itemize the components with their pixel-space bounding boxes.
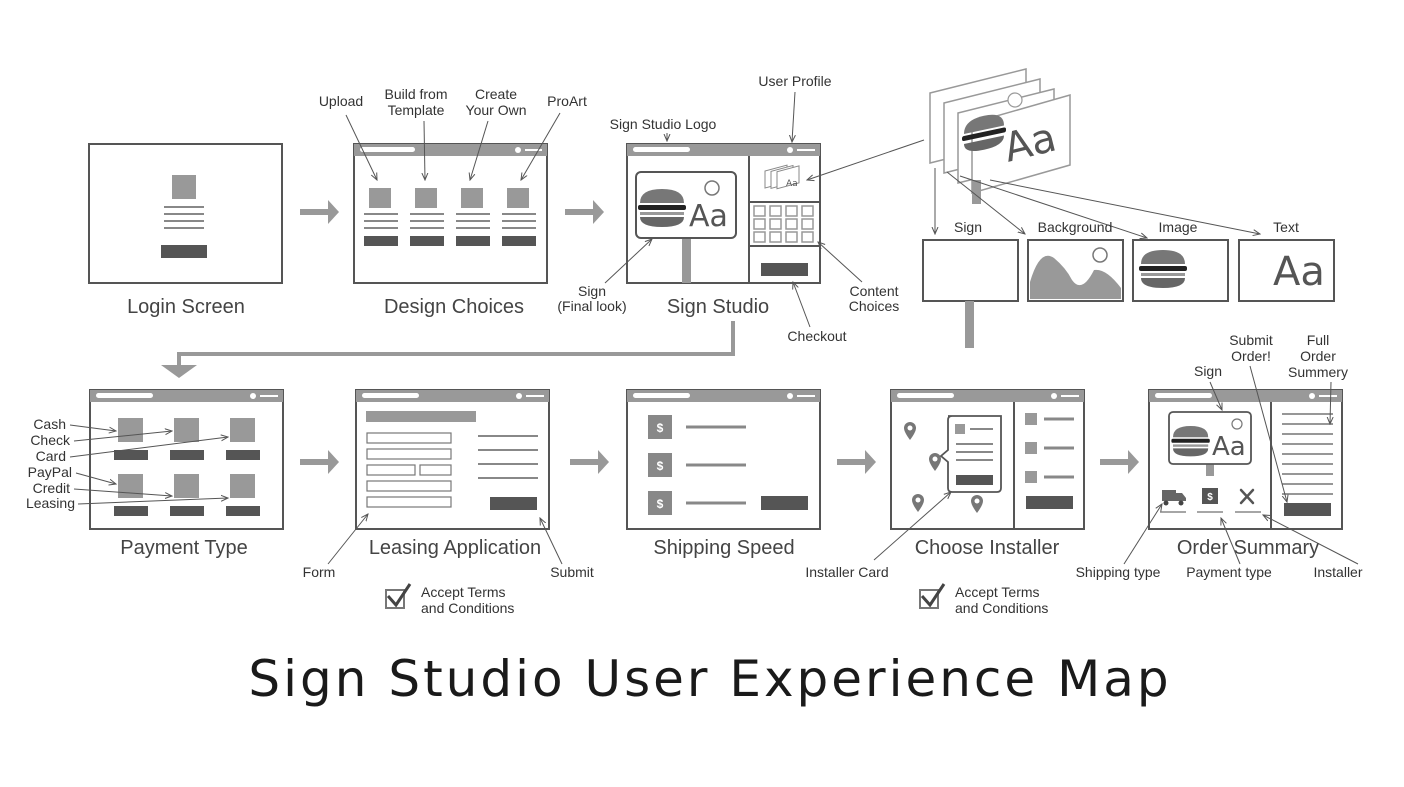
flow-arrow-icon	[300, 450, 339, 474]
sign-studio-screen: Aa Aa	[626, 143, 821, 284]
shipping-speed-caption: Shipping Speed	[653, 537, 794, 559]
sign-final-label-2: (Final look)	[557, 298, 626, 314]
installer-card	[939, 415, 1002, 493]
accept-terms-checkbox[interactable]	[385, 583, 412, 609]
accept-terms-label-2: and Conditions	[955, 600, 1048, 616]
payment-option: Card	[36, 448, 66, 464]
flow-arrow-icon	[300, 200, 339, 224]
full-summary-label-1: Full	[1307, 332, 1330, 348]
accept-terms-checkbox[interactable]	[919, 583, 946, 609]
row-connector	[161, 321, 735, 378]
full-summary-label-2: Order	[1300, 348, 1336, 364]
choose-installer-screen	[890, 389, 1085, 530]
flow-arrow-icon	[565, 200, 604, 224]
sign-final-label-1: Sign	[578, 283, 606, 299]
dollar-icon: $	[657, 459, 664, 473]
choose-installer-caption: Choose Installer	[915, 537, 1060, 559]
dollar-icon: $	[657, 497, 664, 511]
payment-option: Leasing	[26, 495, 75, 511]
design-choices-caption: Design Choices	[384, 296, 524, 318]
check-icon	[386, 583, 412, 608]
full-summary-label-3: Summery	[1288, 364, 1348, 380]
dollar-icon: $	[657, 421, 664, 435]
layer-image-label: Image	[1159, 219, 1198, 235]
payment-option: Cash	[33, 416, 66, 432]
leasing-application-screen	[355, 389, 550, 530]
payment-type-label: Payment type	[1186, 564, 1272, 580]
accept-terms-label-1: Accept Terms	[955, 584, 1040, 600]
order-summary-screen: Aa $	[1148, 389, 1343, 530]
payment-option: Check	[30, 432, 71, 448]
order-sign-label: Sign	[1194, 363, 1222, 379]
shipping-speed-screen: $ $ $	[626, 389, 821, 530]
build-template-label-1: Build from	[384, 86, 447, 102]
payment-option: Credit	[33, 480, 70, 496]
layers-stack-icon: Aa	[764, 164, 800, 190]
submit-order-label-1: Submit	[1229, 332, 1273, 348]
flow-arrow-icon	[570, 450, 609, 474]
order-sign-text: Aa	[1212, 432, 1246, 462]
layer-text-label: Text	[1273, 219, 1299, 235]
check-icon	[920, 583, 946, 608]
shipping-type-label: Shipping type	[1076, 564, 1161, 580]
flow-arrow-icon	[1100, 450, 1139, 474]
logo-label: Sign Studio Logo	[610, 116, 717, 132]
login-screen-caption: Login Screen	[127, 296, 245, 318]
layer-background-panel	[1027, 239, 1124, 302]
order-dollar-text: $	[1207, 492, 1213, 503]
layer-stack-illustration: Aa	[929, 68, 1071, 204]
installer-label: Installer	[1313, 564, 1362, 580]
accept-terms-label-2: and Conditions	[421, 600, 514, 616]
tools-icon	[1239, 488, 1255, 505]
accept-terms-label-1: Accept Terms	[421, 584, 506, 600]
login-screen	[88, 143, 283, 284]
flow-arrow-icon	[837, 450, 876, 474]
profile-label: User Profile	[758, 73, 831, 89]
design-choices-screen	[353, 143, 548, 284]
truck-icon	[1162, 490, 1186, 506]
layer-background-label: Background	[1038, 219, 1113, 235]
layer-text-panel: Aa	[1238, 239, 1335, 302]
build-template-label-2: Template	[388, 102, 445, 118]
payment-type-screen	[89, 389, 284, 530]
submit-order-label-2: Order!	[1231, 348, 1271, 364]
layer-sign-label: Sign	[954, 219, 982, 235]
form-label: Form	[303, 564, 336, 580]
map-pin-icon	[904, 422, 983, 513]
sign-preview-text: Aa	[689, 199, 728, 234]
page-title: Sign Studio User Experience Map	[248, 650, 1171, 708]
leasing-application-caption: Leasing Application	[369, 537, 541, 559]
layer-sign-panel	[922, 239, 1019, 348]
payment-options-list: Cash Check Card PayPal Credit Leasing	[26, 416, 75, 511]
upload-label: Upload	[319, 93, 363, 109]
create-own-label-2: Your Own	[466, 102, 527, 118]
sign-studio-caption: Sign Studio	[667, 296, 769, 318]
svg-text:Aa: Aa	[786, 179, 798, 189]
dollar-icon	[1202, 488, 1218, 504]
submit-label: Submit	[550, 564, 594, 580]
layer-image-panel	[1132, 239, 1229, 302]
layer-text-glyph: Aa	[1273, 249, 1325, 295]
installer-card-label: Installer Card	[805, 564, 888, 580]
create-own-label-1: Create	[475, 86, 517, 102]
order-summary-caption: Order Summary	[1177, 537, 1319, 559]
payment-option: PayPal	[28, 464, 72, 480]
content-choices-label-1: Content	[849, 283, 898, 299]
proart-label: ProArt	[547, 93, 587, 109]
payment-type-caption: Payment Type	[120, 537, 247, 559]
content-choices-label-2: Choices	[849, 298, 900, 314]
checkout-label: Checkout	[787, 328, 846, 344]
